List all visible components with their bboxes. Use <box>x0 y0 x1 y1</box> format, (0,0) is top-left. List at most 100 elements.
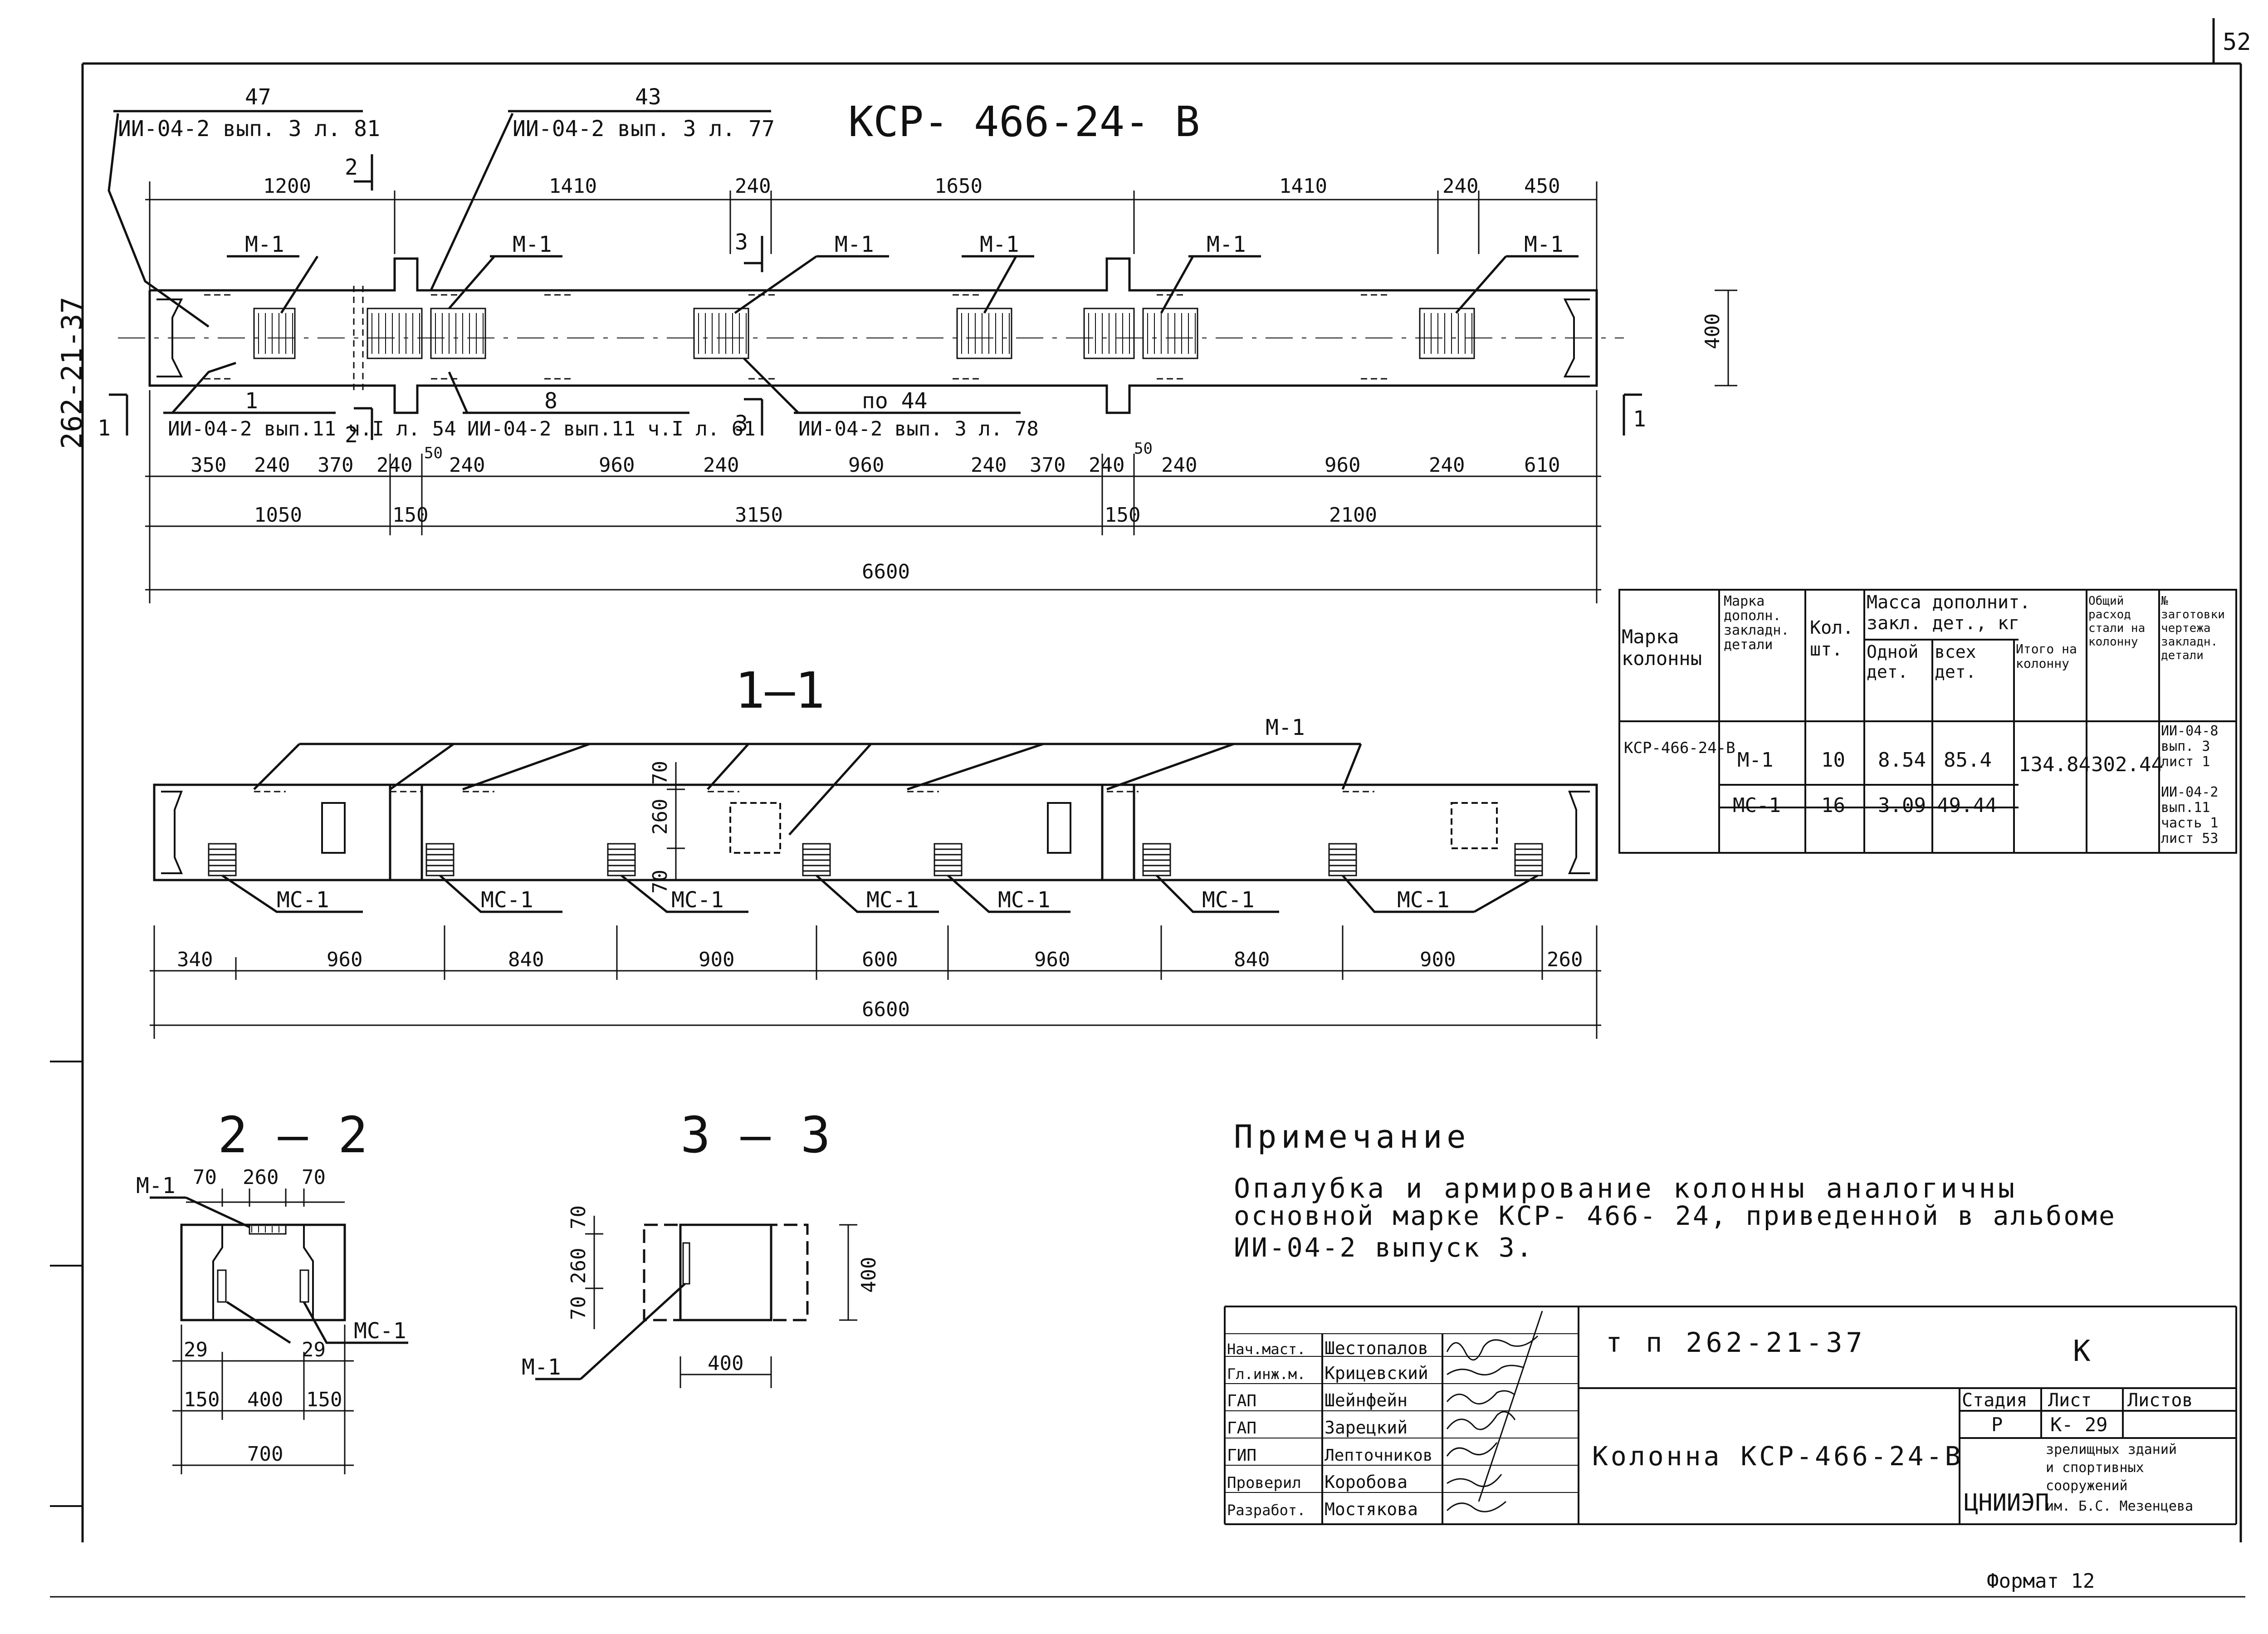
org-logo: ЦНИИЭП <box>1964 1489 2049 1517</box>
s2-top-dim: 260 <box>243 1166 279 1189</box>
side-code: 262-21-37 <box>55 297 88 449</box>
th-mass-total: Итого на колонну <box>2016 642 2077 671</box>
dim-bottom: 240 <box>376 454 412 477</box>
tb-org-line: зрелищных зданий <box>2046 1442 2177 1458</box>
main-title: КСР- 466-24- В <box>848 98 1200 146</box>
td-steel-total: 302.44 <box>2091 753 2163 776</box>
dim-vert: 70 <box>649 761 672 785</box>
page-number: 52 <box>2223 29 2251 56</box>
s2-small-dim: 29 <box>184 1338 208 1361</box>
dim-top: 1650 <box>934 175 982 198</box>
callout-47-ref: ИИ-04-2 вып. 3 л. 81 <box>118 116 380 142</box>
note-line: основной марке КСР- 466- 24, приведенной… <box>1234 1200 2116 1231</box>
main-part-labels: М-1 М-1 М-1 М-1 М-1 М-1 <box>227 232 1579 314</box>
td-detail: М-1 <box>1737 749 1773 772</box>
dim-top: 240 <box>1442 175 1478 198</box>
note-line: Опалубка и армирование колонны аналогичн… <box>1234 1173 2017 1204</box>
td-detail: МС-1 <box>1733 794 1781 817</box>
section-3-title: 3 — 3 <box>680 1106 831 1164</box>
dim-top: 450 <box>1524 175 1560 198</box>
dim-s1: 340 <box>177 948 213 971</box>
section-3-labels: 70 260 70 400 400 М-1 <box>522 1205 880 1380</box>
dim-mid: 150 <box>392 504 428 527</box>
td-one: 8.54 <box>1878 749 1926 772</box>
dim-mid: 2100 <box>1329 504 1377 527</box>
dim-bottom: 370 <box>1030 454 1066 477</box>
callout-8-num: 8 <box>544 388 557 414</box>
sheet-frame <box>50 18 2245 1598</box>
label-mc1: МС-1 <box>1397 887 1450 913</box>
section-1-dim-lines <box>150 925 1601 1039</box>
tb-name: Зарецкий <box>1325 1418 1408 1438</box>
dim-vert: 260 <box>649 799 672 835</box>
signatures <box>1446 1311 1543 1512</box>
dim-height: 400 <box>1701 313 1724 349</box>
s2-top-dim: 70 <box>193 1166 217 1189</box>
dim-bottom: 50 <box>1134 440 1153 458</box>
section-1-drawing <box>153 743 1598 913</box>
section-1-dims: 340 960 840 900 600 960 840 900 260 6600 <box>177 948 1583 1021</box>
td-qty: 16 <box>1821 794 1845 817</box>
dim-s1-total: 6600 <box>862 998 910 1021</box>
tb-name: Крицевский <box>1325 1363 1428 1383</box>
s3-width: 400 <box>708 1352 743 1375</box>
callout-43-num: 43 <box>635 84 661 110</box>
spec-table-body: КСР-466-24-В М-1 10 8.54 85.4 ИИ-04-8 вы… <box>1624 724 2218 846</box>
dim-bottom: 240 <box>703 454 739 477</box>
dim-s1: 900 <box>699 948 734 971</box>
dim-mid: 150 <box>1105 504 1140 527</box>
s2-top-dim: 70 <box>302 1166 326 1189</box>
dim-vert: 70 <box>649 870 672 894</box>
callout-47-num: 47 <box>245 84 271 110</box>
part-label-m1: М-1 <box>1524 232 1564 257</box>
s2-dim: 150 <box>306 1388 342 1411</box>
tb-org-line: им. Б.С. Мезенцева <box>2046 1498 2193 1514</box>
s3-height: 400 <box>857 1257 880 1293</box>
tb-doc-code: т п 262-21-37 <box>1606 1327 1866 1359</box>
section-2-drawing <box>150 1189 408 1474</box>
th-mass-all: всех дет. <box>1935 642 1976 682</box>
th-steel-total: Общий расход стали на колонну <box>2088 594 2146 649</box>
td-mass-total: 134.84 <box>2019 753 2091 776</box>
th-qty: Кол. шт. <box>1810 617 1854 660</box>
tb-name: Лепточников <box>1325 1446 1432 1465</box>
tb-name: Шестопалов <box>1325 1338 1428 1358</box>
tb-org-line: сооружений <box>2046 1478 2128 1494</box>
s3-vert-dim: 70 <box>567 1205 590 1229</box>
dim-s1: 600 <box>862 948 898 971</box>
main-dimension-lines <box>145 181 1737 603</box>
dim-bottom: 960 <box>599 454 635 477</box>
dim-s1: 260 <box>1547 948 1583 971</box>
title-block-grid <box>1224 1306 2237 1525</box>
tb-sheet-label: Лист <box>2048 1390 2092 1411</box>
section-mark-2: 2 <box>345 155 358 180</box>
part-label-m1: М-1 <box>980 232 1019 257</box>
section-marks: 1 1 2 2 3 3 <box>98 154 1646 448</box>
dim-bottom: 50 <box>424 444 443 462</box>
section-mark-1: 1 <box>98 416 111 441</box>
dim-total: 6600 <box>862 560 910 583</box>
label-mc1: МС-1 <box>866 887 919 913</box>
callouts: 47 ИИ-04-2 вып. 3 л. 81 43 ИИ-04-2 вып. … <box>108 84 1039 440</box>
tb-doc-letter: К <box>2073 1335 2091 1368</box>
th-mark: Марка колонны <box>1622 626 1702 670</box>
s2-dim: 400 <box>247 1388 283 1411</box>
tb-role: Разработ. <box>1227 1502 1305 1519</box>
section-mark-3: 3 <box>735 411 748 436</box>
dim-top: 1200 <box>263 175 311 198</box>
s2-dim: 150 <box>184 1388 220 1411</box>
tb-sheet: К- 29 <box>2050 1414 2107 1436</box>
callout-1-num: 1 <box>245 388 258 414</box>
section-mark-3: 3 <box>735 230 748 255</box>
tb-role: ГИП <box>1227 1446 1256 1465</box>
part-label-m1: М-1 <box>835 232 874 257</box>
spec-table-grid <box>1618 589 2237 854</box>
section-2-labels: М-1 70 260 70 МС-1 29 29 150 400 150 700 <box>136 1166 406 1466</box>
callout-43-ref: ИИ-04-2 вып. 3 л. 77 <box>513 116 775 142</box>
label-mc1: МС-1 <box>998 887 1051 913</box>
top-dims: 1200 1410 240 1650 1410 240 450 400 <box>263 175 1724 349</box>
dim-bottom: 610 <box>1524 454 1560 477</box>
tb-role: ГАП <box>1227 1419 1256 1438</box>
th-drawing-no: № заготовки чертежа закладн. детали <box>2161 594 2225 662</box>
s3-label: М-1 <box>522 1355 561 1380</box>
